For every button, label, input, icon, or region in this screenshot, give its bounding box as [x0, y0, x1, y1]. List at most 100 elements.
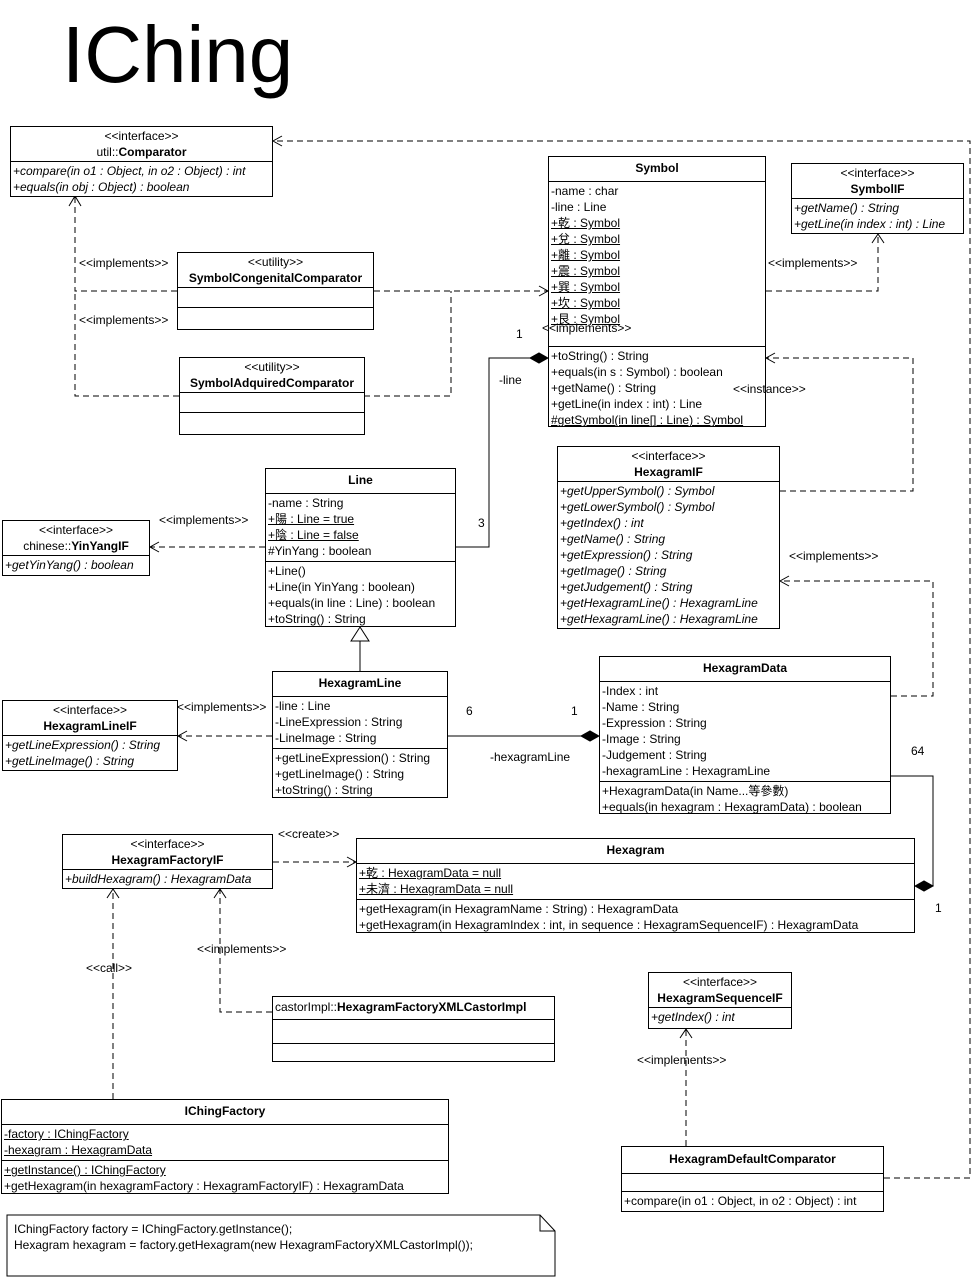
class-name: HexagramLineIF [43, 719, 137, 733]
class-name: HexagramSequenceIF [657, 991, 783, 1005]
stereotype: <<interface>> [682, 975, 758, 989]
attribute: -Expression : String [602, 716, 707, 730]
operation: +getHexagramLine() : HexagramLine [560, 596, 758, 610]
stereotype: <<interface>> [130, 837, 205, 851]
class-hexagramdefaultcomparator[interactable]: HexagramDefaultComparator +compare(in o1… [621, 1146, 884, 1212]
arrow-yinyang [148, 541, 160, 553]
label-mult-3: 3 [478, 516, 485, 530]
class-symbol-adquired-comparator[interactable]: <<utility>> SymbolAdquiredComparator [179, 357, 365, 435]
operation: +getLineExpression() : String [5, 738, 161, 752]
class-hexagram[interactable]: Hexagram +乾 : HexagramData = null +未濟 : … [356, 838, 915, 933]
operation: +getIndex() : int [560, 516, 644, 530]
namespace: util:: [96, 145, 119, 159]
arrow-hexagramif [778, 575, 790, 587]
class-comparator[interactable]: <<interface>>util::Comparator +compare(i… [10, 126, 273, 197]
operation: +buildHexagram() : HexagramData [65, 872, 252, 886]
class-hexagramdata[interactable]: HexagramData -Index : int -Name : String… [599, 656, 891, 814]
operation: +getExpression() : String [560, 548, 693, 562]
stereotype: <<interface>> [631, 449, 706, 463]
label-mult-64: 64 [911, 744, 925, 758]
attribute: +兌 : Symbol [551, 232, 621, 246]
attribute: +未濟 : HexagramData = null [359, 882, 514, 896]
operation: +getLineImage() : String [275, 767, 405, 781]
attribute: +坎 : Symbol [551, 296, 621, 310]
attribute: -name : char [551, 184, 619, 198]
arrow-factoryif-castor [213, 888, 227, 899]
class-name: HexagramFactoryIF [111, 853, 224, 867]
class-name: Hexagram [606, 843, 665, 857]
edge-hexagramdata-realizes-if [780, 580, 934, 697]
attribute: #YinYang : boolean [268, 544, 372, 558]
code-note: IChingFactory factory = IChingFactory.ge… [14, 1221, 473, 1253]
class-name: YinYangIF [71, 539, 129, 553]
label-implements: <<implements>> [637, 1053, 727, 1067]
operation: +getName() : String [794, 201, 900, 215]
class-name: SymbolAdquiredComparator [189, 376, 354, 390]
operation: +getHexagram(in HexagramIndex : int, in … [359, 918, 859, 932]
stereotype: <<interface>> [104, 129, 179, 143]
operation: +getHexagram(in hexagramFactory : Hexagr… [4, 1179, 404, 1193]
class-hexagramfactoryxmlcastorimpl[interactable]: castorImpl::HexagramFactoryXMLCastorImpl [272, 996, 555, 1062]
class-hexagramif[interactable]: <<interface>> HexagramIF +getUpperSymbol(… [557, 446, 780, 629]
operation: +getHexagram(in HexagramName : String) :… [359, 902, 679, 916]
label-call: <<call>> [86, 961, 133, 975]
label-role-hexagramline: -hexagramLine [490, 750, 571, 764]
operation: +Line(in YinYang : boolean) [268, 580, 415, 594]
attribute: +乾 : HexagramData = null [359, 866, 502, 880]
operation: +getLine(in index : int) : Line [794, 217, 946, 231]
label-implements: <<implements>> [197, 942, 287, 956]
edge-symbol-realizes-symbolif [766, 234, 879, 292]
stereotype: <<utility>> [247, 255, 304, 269]
label-instance: <<instance>> [733, 382, 806, 396]
attribute: +離 : Symbol [551, 248, 621, 262]
label-create: <<create>> [278, 827, 340, 841]
stereotype: <<utility>> [244, 360, 300, 374]
arrow-comparator-outer [271, 135, 283, 147]
operation: +getImage() : String [560, 564, 667, 578]
label-implements: <<implements>> [542, 321, 632, 335]
class-name: Comparator [118, 145, 187, 159]
namespace: chinese:: [23, 539, 72, 553]
stereotype: <<interface>> [38, 523, 114, 537]
operation: #getSymbol(in line[] : Line) : Symbol [551, 413, 744, 427]
label-implements: <<implements>> [177, 700, 267, 714]
class-name: IChingFactory [184, 1104, 266, 1118]
class-name: HexagramIF [634, 465, 703, 479]
class-symbol-congenital-comparator[interactable]: <<utility>>SymbolCongenitalComparator [177, 252, 374, 330]
operation: +toString() : String [268, 612, 366, 626]
class-ichingfactory[interactable]: IChingFactory -factory : IChingFactory -… [1, 1099, 449, 1194]
edge-hexagramif-instance-symbol [766, 357, 914, 492]
operation: +getInstance() : IChingFactory [4, 1163, 166, 1177]
label-implements: <<implements>> [789, 549, 879, 563]
operation: +compare(in o1 : Object, in o2 : Object)… [624, 1194, 857, 1208]
stereotype: <<interface>> [840, 166, 915, 180]
operation: +getLine(in index : int) : Line [551, 397, 703, 411]
label-mult-1: 1 [935, 901, 942, 915]
attribute: -line : Line [551, 200, 607, 214]
class-hexagramfactoryif[interactable]: <<interface>> HexagramFactoryIF +buildHex… [62, 834, 273, 889]
attribute: -factory : IChingFactory [4, 1127, 129, 1141]
class-symbol[interactable]: Symbol -name : char -line : Line +乾 : Sy… [548, 156, 766, 427]
class-hexagramline[interactable]: HexagramLine -line : Line -LineExpressio… [272, 671, 448, 798]
label-mult-1: 1 [516, 327, 523, 341]
class-yinyangif[interactable]: <<interface>>chinese::YinYangIF +getYinY… [2, 520, 150, 576]
diamond-hexagramdata [579, 730, 601, 742]
operation: +getUpperSymbol() : Symbol [560, 484, 715, 498]
label-implements: <<implements>> [79, 313, 169, 327]
class-symbolif[interactable]: <<interface>>SymbolIF +getName() : Strin… [791, 163, 964, 234]
note-shape [6, 1214, 556, 1277]
class-line[interactable]: Line -name : String +陽 : Line = true +陰 … [265, 468, 456, 627]
class-hexagramsequenceif[interactable]: <<interface>>HexagramSequenceIF +getInde… [648, 972, 792, 1029]
attribute: -Name : String [602, 700, 680, 714]
attribute: -Image : String [602, 732, 681, 746]
operation: +getName() : String [560, 532, 666, 546]
operation: +getLowerSymbol() : Symbol [560, 500, 715, 514]
operation: +getLineImage() : String [5, 754, 135, 768]
attribute: +陰 : Line = false [268, 528, 359, 542]
arrow-factoryif-call [106, 888, 120, 899]
operation: +getHexagramLine() : HexagramLine [560, 612, 758, 626]
operation: +getLineExpression() : String [275, 751, 431, 765]
class-hexagramlineif[interactable]: <<interface>>HexagramLineIF +getLineExpr… [2, 700, 178, 771]
